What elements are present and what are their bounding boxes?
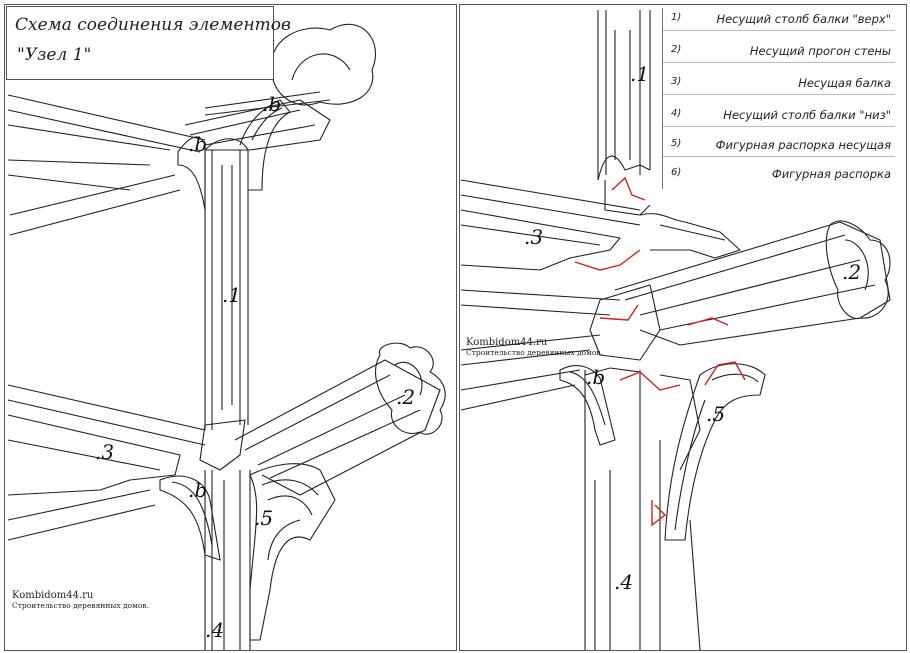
watermark-site: Kombidom44.ru (12, 590, 94, 601)
legend-number: 2) (671, 44, 682, 55)
legend-number: 4) (671, 108, 682, 119)
watermark-left: Kombidom44.ru Строительство деревянных д… (12, 590, 149, 610)
legend: 1) Несущий столб балки "верх" 2) Несущий… (662, 8, 899, 189)
right-label-purlin: .2 (842, 260, 862, 284)
legend-number: 1) (671, 12, 682, 23)
legend-text: Несущая балка (798, 76, 891, 90)
legend-number: 5) (671, 138, 682, 149)
watermark-caption: Строительство деревянных домов. (466, 348, 604, 357)
right-label-brace: .b (586, 365, 606, 389)
legend-item: 4) Несущий столб балки "низ" (663, 104, 895, 127)
legend-item: 6) Фигурная распорка (663, 163, 895, 185)
left-label-post-lower: .4 (205, 618, 225, 642)
legend-text: Несущий столб балки "низ" (723, 108, 891, 122)
right-label-post-upper: .1 (630, 62, 650, 86)
legend-item: 5) Фигурная распорка несущая (663, 134, 895, 157)
diagram-title: Схема соединения элементов (15, 15, 291, 35)
diagram-subtitle: "Узел 1" (17, 45, 92, 65)
left-panel-frame (4, 4, 457, 651)
legend-item: 3) Несущая балка (663, 72, 895, 95)
legend-text: Фигурная распорка (771, 167, 891, 181)
watermark-site: Kombidom44.ru (466, 337, 548, 348)
left-label-beam: .3 (95, 440, 115, 464)
right-label-beam: .3 (524, 225, 544, 249)
watermark-caption: Строительство деревянных домов. (12, 601, 150, 610)
legend-text: Несущий прогон стены (749, 44, 891, 58)
left-label-brace-upper: .b (188, 132, 208, 156)
diagram-title-box: Схема соединения элементов "Узел 1" (6, 6, 291, 80)
right-panel-frame (459, 4, 907, 651)
watermark-right: Kombidom44.ru Строительство деревянных д… (466, 337, 603, 357)
right-label-post-lower: .4 (614, 570, 634, 594)
left-label-post-upper: .1 (222, 283, 242, 307)
right-label-brace-bearing: .5 (706, 402, 726, 426)
legend-item: 2) Несущий прогон стены (663, 40, 895, 63)
legend-number: 3) (671, 76, 682, 87)
legend-item: 1) Несущий столб балки "верх" (663, 8, 895, 31)
legend-text: Несущий столб балки "верх" (716, 12, 891, 26)
left-label-brace-lower: .b (188, 478, 208, 502)
left-label-brace-bearing: .5 (254, 506, 274, 530)
left-label-brace-top: .b (262, 92, 282, 116)
legend-number: 6) (671, 167, 682, 178)
legend-text: Фигурная распорка несущая (715, 138, 891, 152)
left-label-purlin: .2 (396, 385, 416, 409)
